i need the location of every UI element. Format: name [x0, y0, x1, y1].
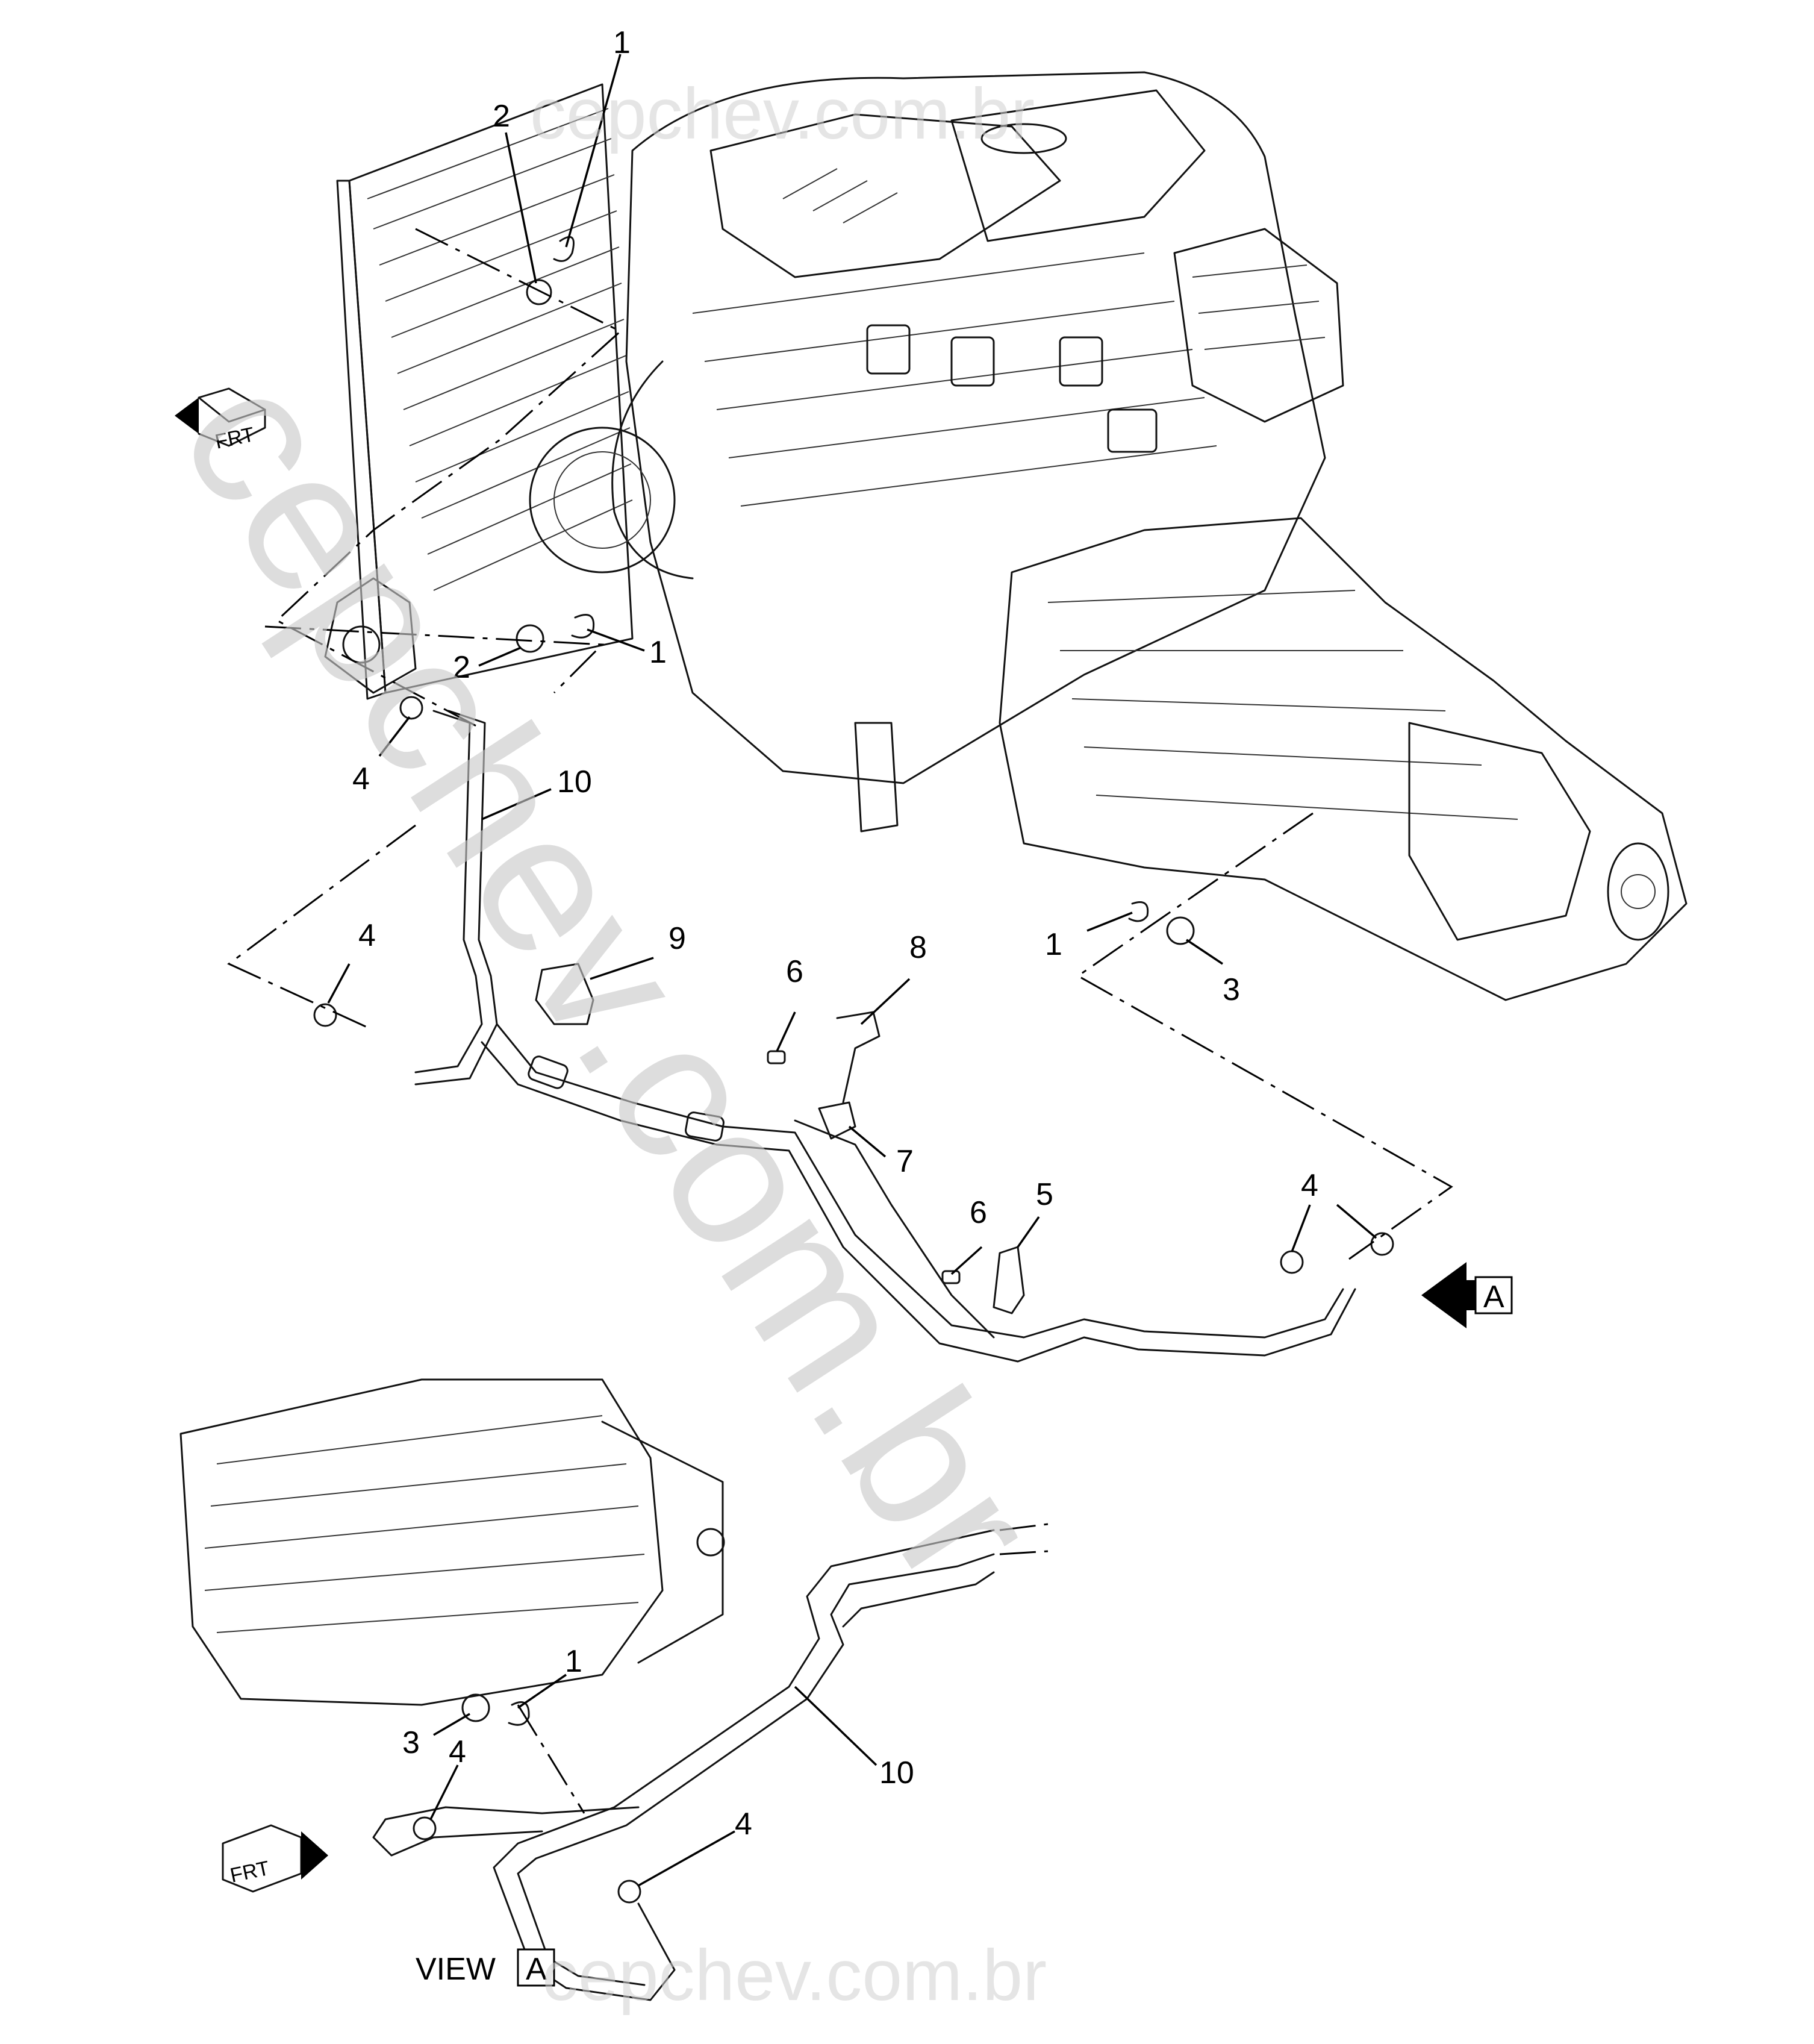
- callout-1: 1: [1045, 927, 1062, 962]
- callout-2: 2: [453, 650, 470, 685]
- view-arrow-icon: [1421, 1262, 1506, 1328]
- alignment-lines: [227, 228, 1453, 1814]
- view-a-arrow: A: [1421, 1262, 1513, 1328]
- callout-2: 2: [493, 99, 510, 134]
- callout-1: 1: [613, 25, 631, 60]
- view-label: VIEW: [416, 1952, 496, 1987]
- frt-label: FRT: [228, 1857, 272, 1887]
- callout-3: 3: [402, 1725, 420, 1760]
- callout-5: 5: [1036, 1177, 1053, 1212]
- callout-1: 1: [565, 1644, 582, 1679]
- front-arrow-icon: [301, 1831, 328, 1880]
- callout-4: 4: [352, 761, 370, 796]
- callout-4: 4: [735, 1807, 752, 1842]
- callout-4: 4: [358, 918, 376, 953]
- watermarks: cepchev.com.br cepchev.com.br cepchev.co…: [138, 73, 1082, 2016]
- frt-indicator-lower: FRT: [222, 1824, 328, 1893]
- callout-8: 8: [909, 930, 927, 965]
- view-arrow-letter: A: [1483, 1280, 1504, 1314]
- cooler-line-lower: [372, 1523, 1049, 2001]
- callout-7: 7: [896, 1144, 914, 1179]
- radiator: [324, 83, 634, 700]
- retainer-clips: [313, 236, 1394, 1904]
- callout-9: 9: [669, 921, 686, 956]
- watermark-diagonal: cepchev.com.br: [138, 336, 1082, 1622]
- callout-1: 1: [649, 635, 667, 670]
- callout-6: 6: [786, 954, 803, 989]
- callout-3: 3: [1223, 972, 1240, 1007]
- engine-assembly: [529, 71, 1344, 833]
- transmission-view-a: [179, 1378, 725, 1706]
- callout-10: 10: [557, 764, 592, 799]
- transmission-assembly: [999, 517, 1688, 1001]
- view-letter: A: [526, 1952, 547, 1987]
- callout-4: 4: [449, 1734, 466, 1769]
- callout-labels: 1 2 1 2 4 10 4 9 6 8 1 3 7 6 5 4 1 3 4 1…: [352, 25, 1318, 1842]
- watermark-bottom: cepchev.com.br: [542, 1935, 1047, 2016]
- callout-6: 6: [970, 1195, 987, 1230]
- front-arrow-icon: [175, 398, 199, 434]
- callout-4: 4: [1301, 1168, 1318, 1203]
- watermark-top: cepchev.com.br: [530, 73, 1035, 154]
- line-brackets: [535, 963, 1025, 1314]
- view-a-caption: VIEW A: [416, 1948, 555, 1987]
- leader-lines: [327, 54, 1377, 1887]
- callout-10: 10: [879, 1755, 914, 1790]
